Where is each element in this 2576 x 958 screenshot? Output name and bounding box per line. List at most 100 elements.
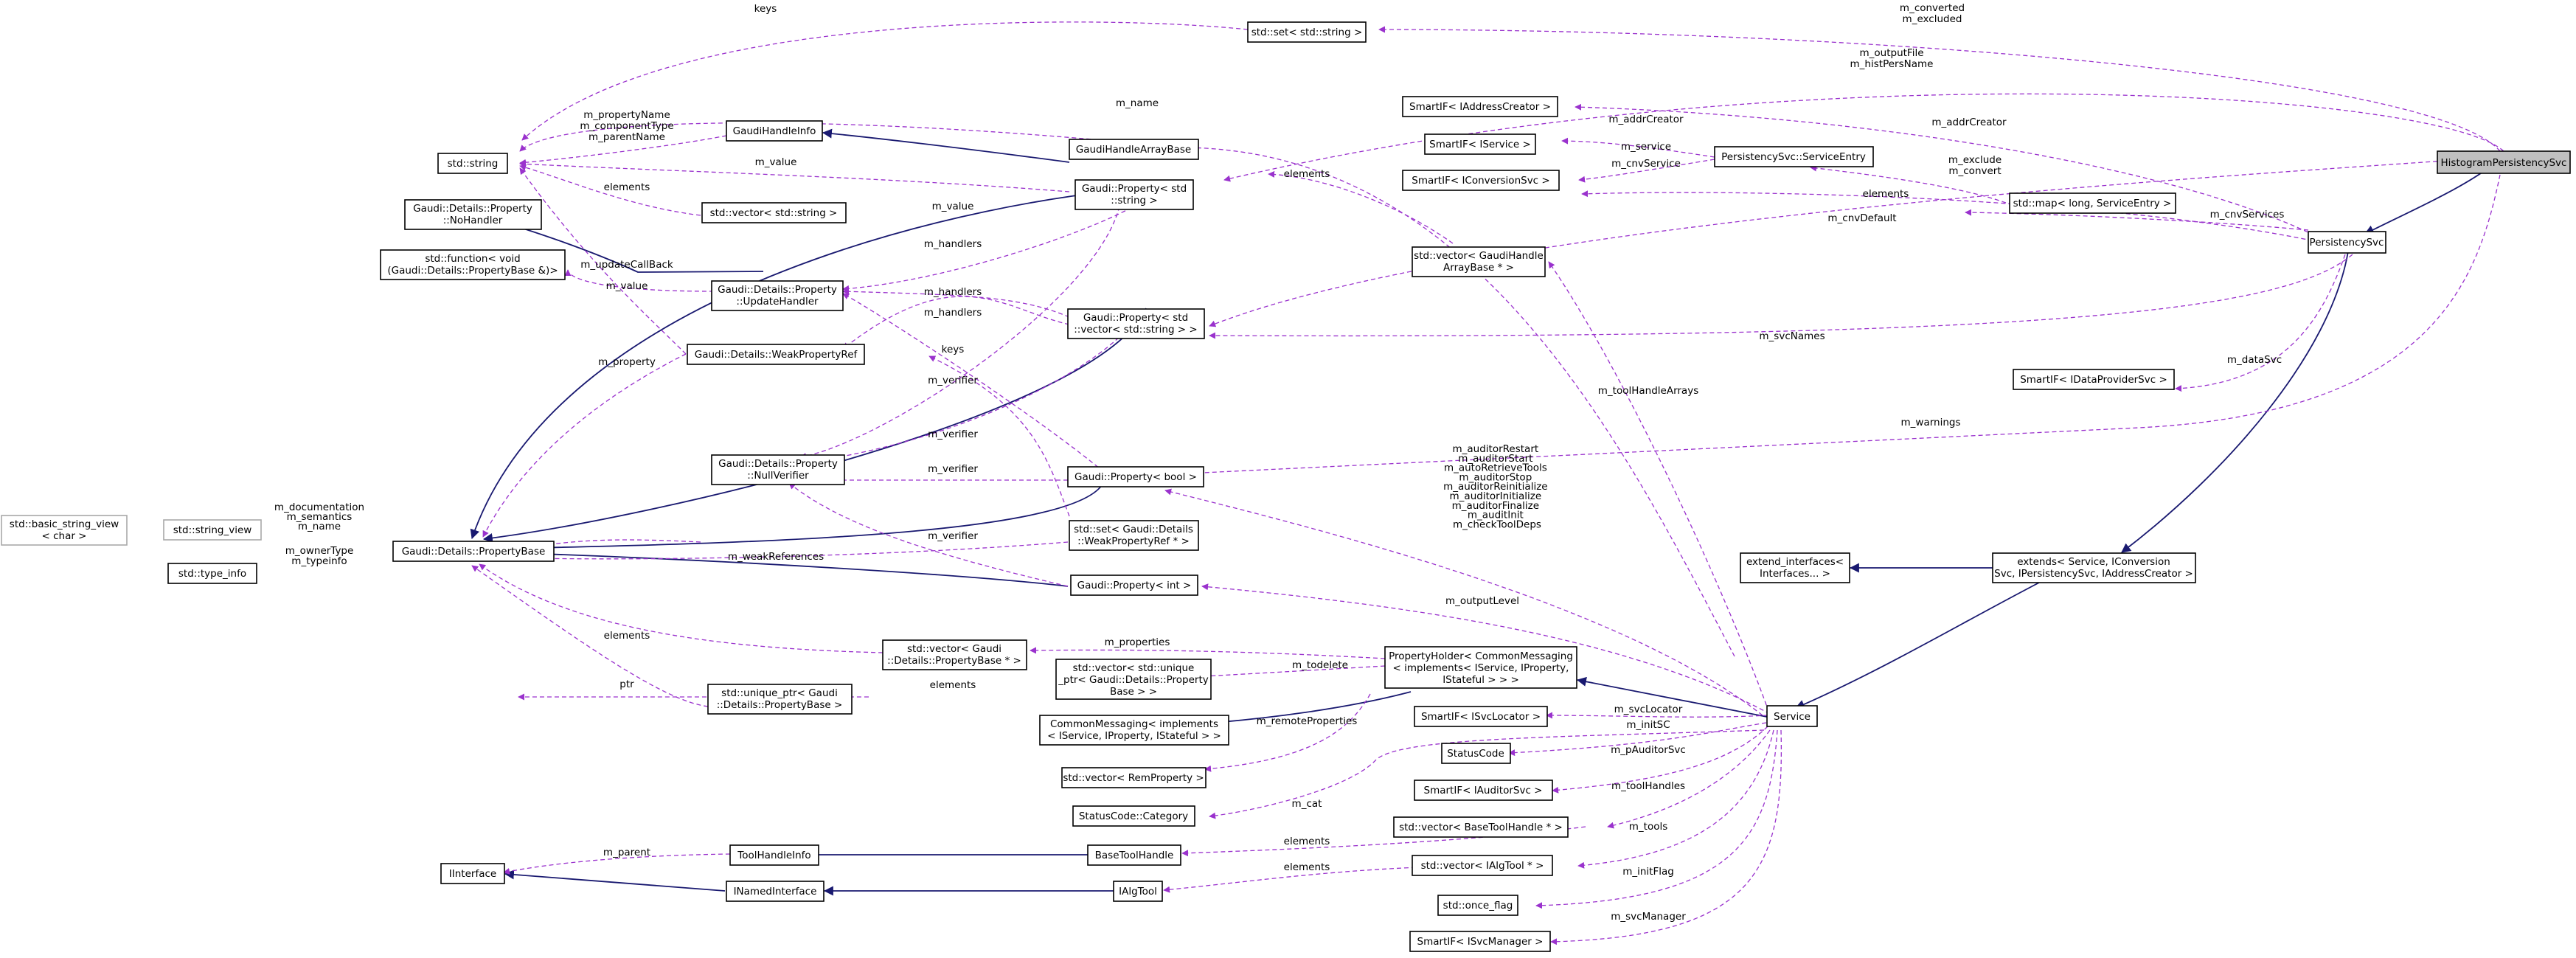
- node-smartif-iaddresscreator[interactable]: SmartIF< IAddressCreator >: [1402, 96, 1558, 117]
- svg-text:SmartIF< IAddressCreator >: SmartIF< IAddressCreator >: [1409, 101, 1551, 113]
- node-smartif-iconversionsvc[interactable]: SmartIF< IConversionSvc >: [1402, 170, 1560, 191]
- node-ialgtool[interactable]: IAlgTool: [1113, 881, 1163, 902]
- node-inamed-interface[interactable]: INamedInterface: [726, 881, 824, 902]
- node-property-string[interactable]: Gaudi::Property< std::string >: [1075, 179, 1194, 210]
- node-property-bool[interactable]: Gaudi::Property< bool >: [1067, 466, 1204, 487]
- node-smartif-isvclocator[interactable]: SmartIF< ISvcLocator >: [1414, 706, 1548, 727]
- node-property-int[interactable]: Gaudi::Property< int >: [1070, 575, 1198, 596]
- svg-text:extends< Service, IConversionS: extends< Service, IConversionSvc, IPersi…: [1994, 556, 2193, 580]
- svg-text:std::vector< BaseToolHandle *: std::vector< BaseToolHandle * >: [1399, 822, 1563, 833]
- svg-text:IInterface: IInterface: [449, 868, 496, 880]
- node-service-entry[interactable]: PersistencySvc::ServiceEntry: [1714, 146, 1874, 167]
- label-m-pauditorsvc: m_pAuditorSvc: [1611, 744, 1686, 756]
- node-vector-string[interactable]: std::vector< std::string >: [701, 202, 847, 223]
- node-statuscode-category[interactable]: StatusCode::Category: [1072, 805, 1195, 827]
- node-interface[interactable]: IInterface: [440, 863, 505, 884]
- svg-text:Gaudi::Details::Property::NoHa: Gaudi::Details::Property::NoHandler: [413, 203, 532, 226]
- label-m-cnvservices: m_cnvServices: [2210, 209, 2285, 221]
- node-set-weakpropertyref[interactable]: std::set< Gaudi::Details::WeakPropertyRe…: [1069, 520, 1199, 551]
- node-std-string[interactable]: std::string: [437, 153, 508, 174]
- node-unique-ptr-propertybase[interactable]: std::unique_ptr< Gaudi::Details::Propert…: [707, 684, 853, 715]
- label-elements-pb: elements: [604, 630, 650, 642]
- label-m-updatecallback: m_updateCallBack: [580, 259, 673, 271]
- svg-text:GaudiHandleArrayBase: GaudiHandleArrayBase: [1076, 144, 1191, 156]
- node-smartif-iauditorsvc[interactable]: SmartIF< IAuditorSvc >: [1414, 780, 1553, 801]
- node-once-flag[interactable]: std::once_flag: [1437, 895, 1518, 916]
- svg-text:std::once_flag: std::once_flag: [1443, 900, 1513, 912]
- node-gaudi-handle-array-base[interactable]: GaudiHandleArrayBase: [1069, 139, 1199, 160]
- node-type-info[interactable]: std::type_info: [167, 563, 257, 584]
- label-m-addrcreator-b: m_addrCreator: [1931, 117, 2007, 128]
- svg-text:std::vector< Gaudi::Details::P: std::vector< Gaudi::Details::PropertyBas…: [887, 643, 1021, 667]
- svg-text:INamedInterface: INamedInterface: [734, 886, 817, 898]
- label-m-value-b: m_value: [606, 280, 648, 292]
- node-smartif-iservice[interactable]: SmartIF< IService >: [1424, 133, 1536, 155]
- label-keys-mid: keys: [942, 344, 965, 355]
- node-persistency-svc[interactable]: PersistencySvc: [2308, 231, 2386, 254]
- svg-text:std::string_view: std::string_view: [173, 524, 252, 536]
- label-m-verifier-b: m_verifier: [928, 428, 978, 440]
- label-m-warnings: m_warnings: [1901, 417, 1961, 428]
- svg-text:std::string: std::string: [448, 158, 499, 170]
- node-vector-basetoolhandle[interactable]: std::vector< BaseToolHandle * >: [1393, 816, 1569, 838]
- svg-text:std::set< std::string >: std::set< std::string >: [1251, 27, 1363, 38]
- svg-text:SmartIF< IAuditorSvc >: SmartIF< IAuditorSvc >: [1424, 785, 1543, 796]
- label-m-handlers-c: m_handlers: [924, 307, 982, 319]
- node-property-holder[interactable]: PropertyHolder< CommonMessaging< impleme…: [1384, 646, 1577, 689]
- label-keys-top: keys: [754, 3, 777, 15]
- node-vector-ialgtool[interactable]: std::vector< IAlgTool * >: [1412, 855, 1553, 876]
- node-update-handler[interactable]: Gaudi::Details::Property::UpdateHandler: [711, 280, 844, 311]
- node-vector-propertybase-ptr[interactable]: std::vector< Gaudi::Details::PropertyBas…: [882, 639, 1027, 670]
- node-tool-handle-info[interactable]: ToolHandleInfo: [729, 844, 819, 866]
- node-extend-interfaces[interactable]: extend_interfaces<Interfaces... >: [1740, 552, 1850, 583]
- node-std-function[interactable]: std::function< void(Gaudi::Details::Prop…: [380, 249, 566, 280]
- nodes: HistogramPersistencySvc PersistencySvc e…: [1, 21, 2571, 952]
- svg-text:HistogramPersistencySvc: HistogramPersistencySvc: [2441, 157, 2567, 169]
- node-base-tool-handle[interactable]: BaseToolHandle: [1087, 844, 1181, 866]
- node-property-base[interactable]: Gaudi::Details::PropertyBase: [392, 541, 555, 562]
- svg-text:Gaudi::Property< bool >: Gaudi::Property< bool >: [1075, 471, 1197, 483]
- label-m-value-c: m_value: [932, 201, 974, 212]
- node-null-verifier[interactable]: Gaudi::Details::Property::NullVerifier: [711, 454, 845, 485]
- label-m-property: m_property: [598, 356, 656, 368]
- node-common-messaging[interactable]: CommonMessaging< implements< IService, I…: [1039, 715, 1229, 746]
- svg-text:PersistencySvc::ServiceEntry: PersistencySvc::ServiceEntry: [1721, 151, 1866, 163]
- node-vector-remproperty[interactable]: std::vector< RemProperty >: [1061, 767, 1207, 788]
- svg-text:SmartIF< ISvcManager >: SmartIF< ISvcManager >: [1417, 936, 1544, 948]
- label-m-toolhandlearrays: m_toolHandleArrays: [1598, 385, 1698, 397]
- node-no-handler[interactable]: Gaudi::Details::Property::NoHandler: [404, 199, 542, 230]
- node-set-string[interactable]: std::set< std::string >: [1247, 21, 1367, 43]
- label-m-service: m_service: [1621, 141, 1671, 153]
- label-m-remoteproperties: m_remoteProperties: [1257, 715, 1358, 727]
- label-m-value-a: m_value: [755, 156, 797, 168]
- label-m-svclocator: m_svcLocator: [1614, 704, 1683, 715]
- node-basic-string-view[interactable]: std::basic_string_view< char >: [1, 515, 128, 546]
- label-m-properties: m_properties: [1105, 636, 1170, 648]
- label-m-weakreferences: m_weakReferences: [728, 551, 824, 563]
- node-map-long-serviceentry[interactable]: std::map< long, ServiceEntry >: [2009, 192, 2176, 214]
- node-string-view[interactable]: std::string_view: [163, 519, 262, 541]
- svg-text:Gaudi::Property< std::string >: Gaudi::Property< std::string >: [1082, 183, 1187, 206]
- node-weak-property-ref[interactable]: Gaudi::Details::WeakPropertyRef: [687, 344, 865, 365]
- node-statuscode[interactable]: StatusCode: [1441, 743, 1511, 764]
- node-property-vector-string[interactable]: Gaudi::Property< std::vector< std::strin…: [1067, 308, 1205, 339]
- label-elements-up: elements: [930, 679, 976, 691]
- node-service[interactable]: Service: [1766, 705, 1818, 727]
- svg-text:std::vector< RemProperty >: std::vector< RemProperty >: [1063, 772, 1204, 784]
- inheritance-edges: [192, 128, 2489, 896]
- node-smartif-idataprovidersvc[interactable]: SmartIF< IDataProviderSvc >: [2013, 369, 2175, 390]
- label-m-addrcreator-a: m_addrCreator: [1608, 114, 1684, 125]
- node-vector-unique-ptr[interactable]: std::vector< std::unique_ptr< Gaudi::Det…: [1055, 659, 1212, 700]
- node-gaudi-handle-info[interactable]: GaudiHandleInfo: [726, 120, 823, 142]
- label-m-auditors: m_auditorRestart m_auditorStart m_autoRe…: [1443, 443, 1551, 530]
- label-m-cnvdefault: m_cnvDefault: [1827, 212, 1896, 224]
- node-smartif-isvcmanager[interactable]: SmartIF< ISvcManager >: [1409, 931, 1551, 952]
- node-histogram-persistency-svc[interactable]: HistogramPersistencySvc: [2437, 150, 2571, 174]
- label-m-cat: m_cat: [1292, 798, 1322, 810]
- svg-text:extend_interfaces<Interfaces..: extend_interfaces<Interfaces... >: [1746, 556, 1844, 580]
